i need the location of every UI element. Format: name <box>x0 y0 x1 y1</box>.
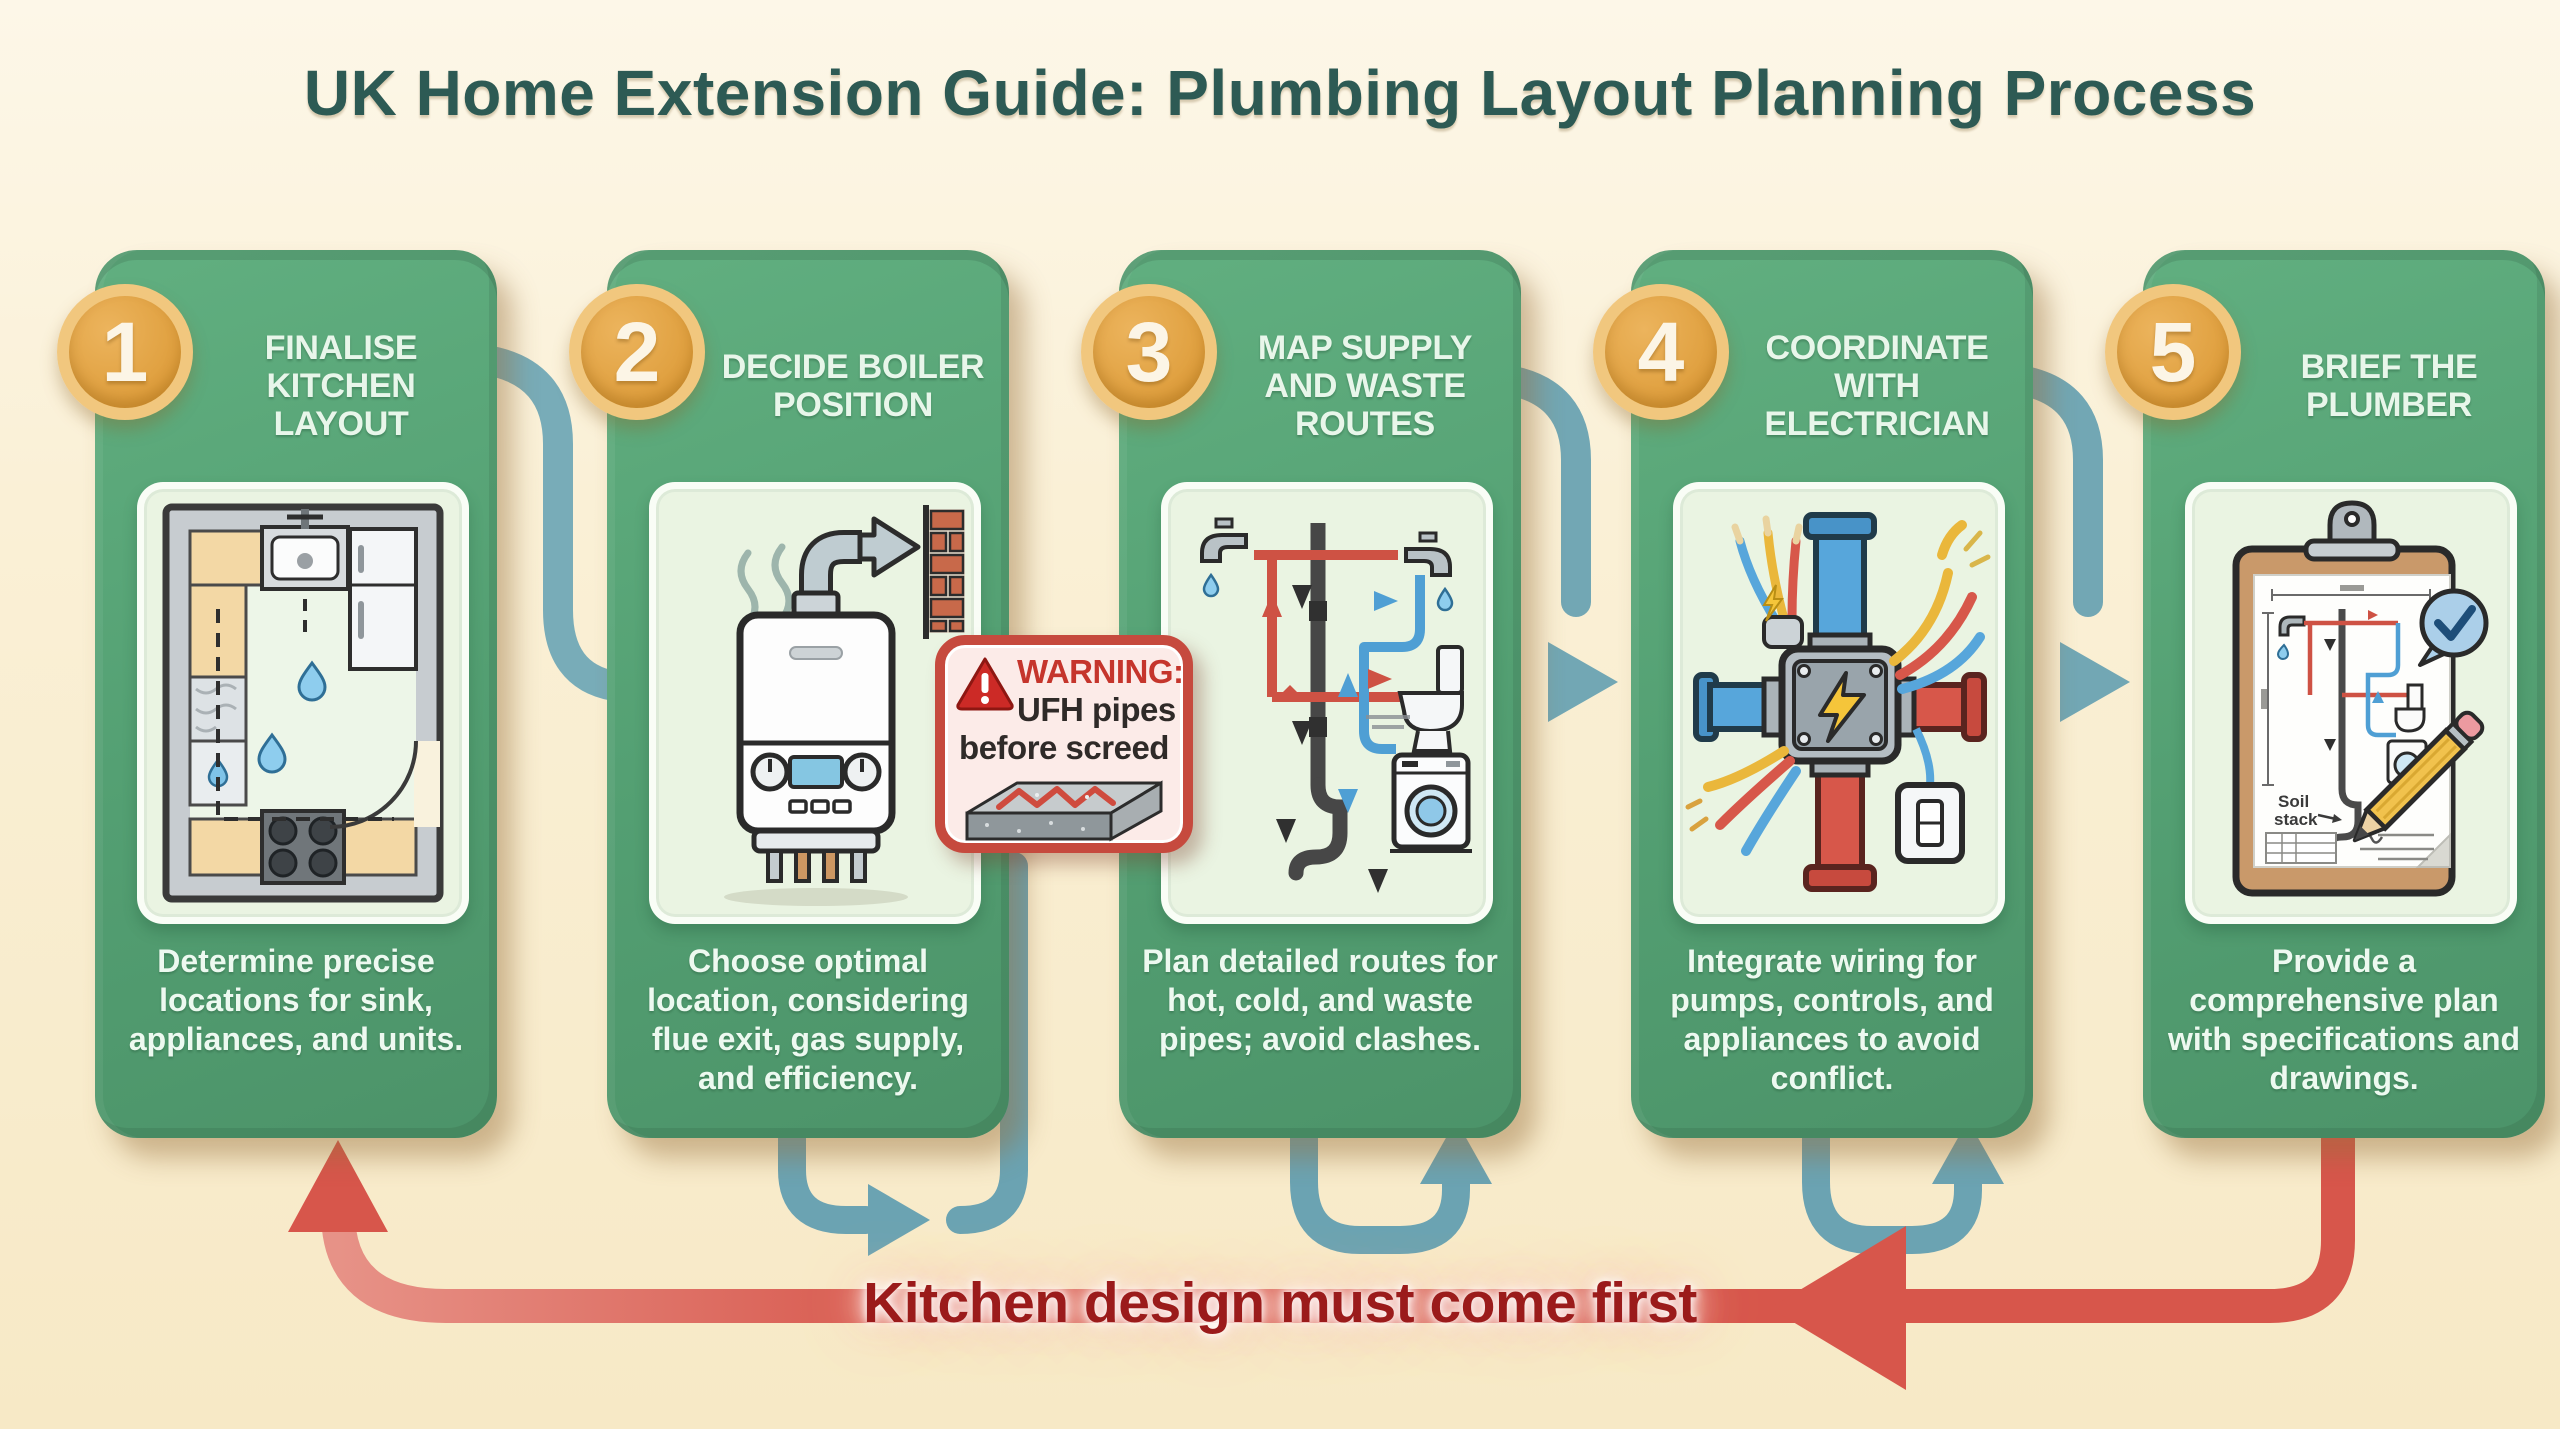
step-4-description: Integrate wiring for pumps, controls, an… <box>1670 943 1994 1097</box>
warning-triangle-icon <box>956 657 1014 711</box>
waste-pipe-icon <box>1288 523 1348 881</box>
step-3-illustration-panel <box>1161 482 1493 924</box>
cold-pipe-icon <box>1693 512 1877 742</box>
kitchen-floorplan-illustration <box>162 503 444 903</box>
step-2-illustration-panel <box>649 482 981 924</box>
arrow-down-icon <box>1338 789 1358 813</box>
cold-pipe-icon <box>1359 575 1425 754</box>
arrow-up-icon <box>1338 673 1358 697</box>
step-1-illustration-panel <box>137 482 469 924</box>
lightning-icon <box>1818 671 1866 743</box>
fridge-icon <box>348 527 418 671</box>
step-1-number: 1 <box>101 305 149 399</box>
hot-pipe-icon <box>1803 672 1987 892</box>
wires-icon <box>1685 746 1801 856</box>
sink-icon <box>260 509 350 591</box>
connector-step3-to-step4 <box>1493 365 1591 617</box>
stove-icon <box>260 809 346 885</box>
pencil-icon <box>2352 710 2485 843</box>
step-card-5: 5 BRIEF THE PLUMBER <box>2105 250 2545 1138</box>
arrow-right-icon <box>1374 591 1398 611</box>
step-5-description: Provide a comprehensive plan with specif… <box>2167 943 2521 1097</box>
u-connector-step3-right <box>946 852 1028 1234</box>
arrow-down-icon <box>1292 721 1312 745</box>
boiler-illustration <box>724 505 965 906</box>
step-3-description: Plan detailed routes for hot, cold, and … <box>1142 943 1498 1058</box>
flue-arrow-icon <box>857 516 921 578</box>
warning-box: WARNING: UFH pipes before screed <box>935 635 1193 853</box>
arrowhead-up-gap45 <box>1932 1120 2004 1184</box>
water-drop-icon <box>297 660 327 702</box>
feedback-callout: Kitchen design must come first <box>863 1271 1697 1335</box>
step-2-title: DECIDE BOILER POSITION <box>721 347 985 424</box>
arrowhead-right-gap23 <box>868 1184 930 1256</box>
soil-stack-label-line2: stack <box>2274 810 2318 829</box>
washing-machine-icon <box>1390 752 1472 853</box>
boiler-icon <box>736 590 896 883</box>
step-4-title: COORDINATE WITH ELECTRICIAN <box>1764 328 1990 444</box>
junction-box-icon <box>1778 645 1902 765</box>
step-5-number: 5 <box>2149 305 2197 399</box>
water-drop-icon <box>257 732 287 774</box>
ufh-screed-icon <box>965 780 1163 842</box>
connector-step1-to-step2 <box>471 345 629 701</box>
wires-icon <box>1889 520 1991 694</box>
red-feedback-loop-line <box>321 1075 2355 1323</box>
step-card-1: 1 FINALISE KITCHEN LAYOUT <box>57 250 497 1138</box>
check-bubble-icon <box>2418 588 2489 667</box>
step-4-illustration-panel <box>1673 482 2005 924</box>
warning-line2: before screed <box>959 729 1169 766</box>
step-3-number-badge: 3 <box>1081 284 1217 420</box>
arrow-down-icon <box>1292 585 1312 609</box>
step-1-title: FINALISE KITCHEN LAYOUT <box>264 328 418 444</box>
step-3-number: 3 <box>1125 305 1173 399</box>
arrow-right-icon <box>1368 669 1392 689</box>
tap-icon <box>1200 517 1248 598</box>
arrow-up-icon <box>1262 593 1282 617</box>
step-card-2: 2 DECIDE BOILER POSITION <box>569 250 1009 1138</box>
light-switch-icon <box>1895 727 1965 864</box>
warning-heading: WARNING: <box>1017 653 1184 690</box>
clipboard-plan-illustration: Soil stack <box>2232 500 2489 897</box>
warning-line1: UFH pipes <box>1017 691 1176 728</box>
arrowhead-right-step5 <box>2060 642 2130 722</box>
arrow-down-icon <box>1368 869 1388 893</box>
brick-wall-icon <box>923 505 965 639</box>
u-connector-gap34 <box>1290 1114 1470 1254</box>
lightning-icon <box>1762 584 1784 622</box>
arrowhead-right-step4 <box>1548 642 1618 722</box>
arrow-down-icon <box>1276 819 1296 843</box>
step-1-number-badge: 1 <box>57 284 193 420</box>
connector-step4-to-step5 <box>2005 365 2103 617</box>
junction-box-illustration <box>1685 512 1991 892</box>
step-5-illustration-panel: Soil stack <box>2185 482 2517 924</box>
step-5-number-badge: 5 <box>2105 284 2241 420</box>
valve-diamond-icon <box>1282 685 1298 701</box>
red-arrowhead-up-step1 <box>288 1140 388 1232</box>
step-2-number: 2 <box>613 305 661 399</box>
step-3-title: MAP SUPPLY AND WASTE ROUTES <box>1257 328 1473 444</box>
soil-stack-label-line1: Soil <box>2278 792 2309 811</box>
step-2-number-badge: 2 <box>569 284 705 420</box>
page-title: UK Home Extension Guide: Plumbing Layout… <box>303 57 2257 129</box>
toilet-icon <box>1397 645 1464 753</box>
step-4-number-badge: 4 <box>1593 284 1729 420</box>
u-connector-gap45 <box>1802 1114 1982 1254</box>
step-card-4: 4 COORDINATE WITH ELECTRICIAN <box>1593 250 2033 1138</box>
step-5-title: BRIEF THE PLUMBER <box>2300 347 2478 424</box>
u-connector-step2-left <box>778 1114 880 1234</box>
pipework-illustration <box>1200 517 1472 893</box>
tap-icon <box>1404 531 1454 612</box>
step-1-description: Determine precise locations for sink, ap… <box>128 943 464 1058</box>
step-4-number: 4 <box>1637 305 1685 399</box>
red-arrowhead-left-callout <box>1770 1226 1906 1390</box>
arrowhead-up-gap34 <box>1420 1120 1492 1184</box>
step-2-description: Choose optimal location, considering flu… <box>647 943 969 1097</box>
